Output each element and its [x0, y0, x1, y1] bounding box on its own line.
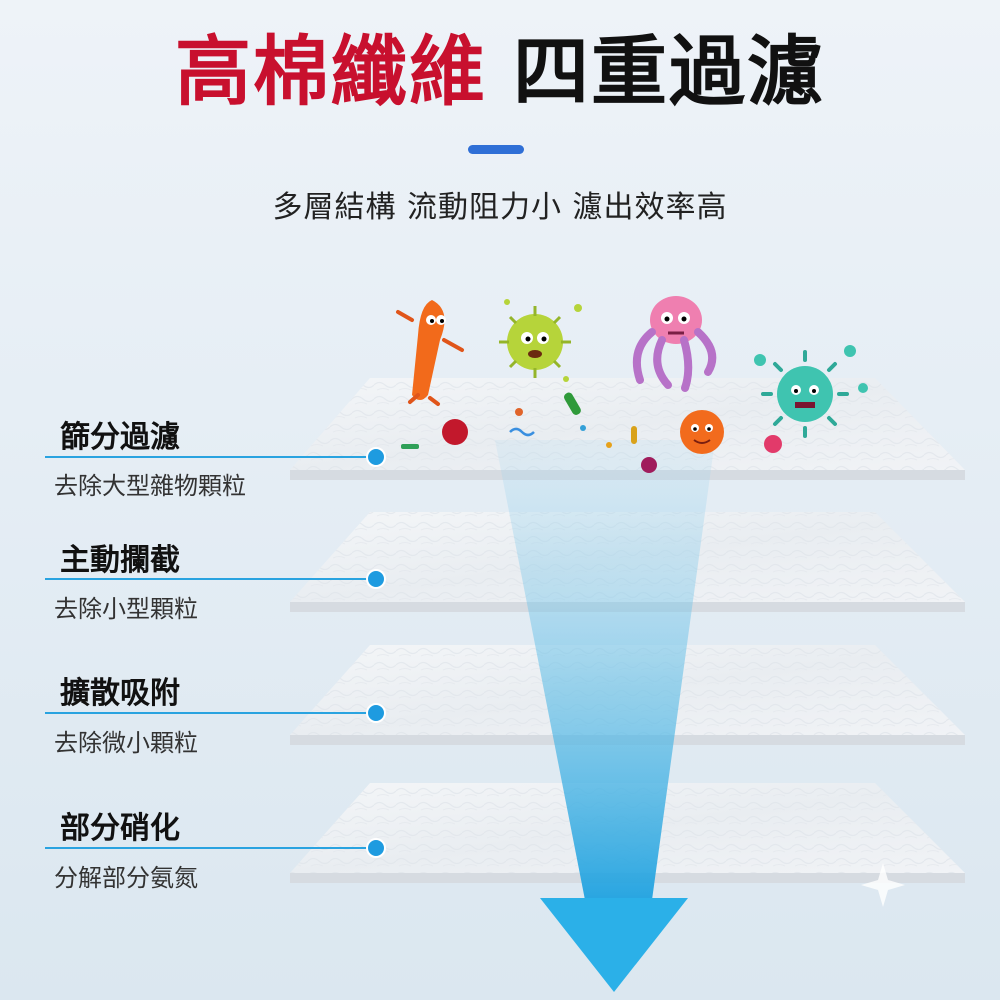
step-4-title: 部分硝化 [60, 811, 180, 846]
step-3-desc: 去除微小顆粒 [54, 729, 198, 757]
sparkle-icon [861, 863, 905, 907]
step-1-desc: 去除大型雜物顆粒 [54, 472, 246, 500]
title-black-part: 四重過濾 [513, 27, 825, 116]
step-4-desc: 分解部分氨氮 [54, 864, 198, 892]
step-connectors [45, 447, 386, 858]
step-1-title: 篩分過濾 [60, 420, 180, 455]
small-particles [401, 299, 868, 473]
germ-orange-virus-icon [680, 410, 724, 454]
step-2-desc: 去除小型顆粒 [54, 595, 198, 623]
page-title: 高棉纖維四重過濾 [0, 22, 1000, 122]
step-2-title: 主動攔截 [60, 543, 180, 578]
subtitle: 多層結構 流動阻力小 濾出效率高 [272, 190, 728, 225]
germ-teal-virus-icon [761, 350, 849, 438]
germ-orange-rod-icon [396, 300, 464, 406]
step-3-title: 擴散吸附 [60, 676, 180, 711]
accent-bar [468, 145, 524, 154]
flow-arrow-icon [495, 440, 715, 992]
germ-green-spiky-icon [499, 306, 571, 378]
germ-pink-octopus-icon [633, 296, 717, 392]
title-red-part: 高棉纖維 [175, 27, 487, 116]
